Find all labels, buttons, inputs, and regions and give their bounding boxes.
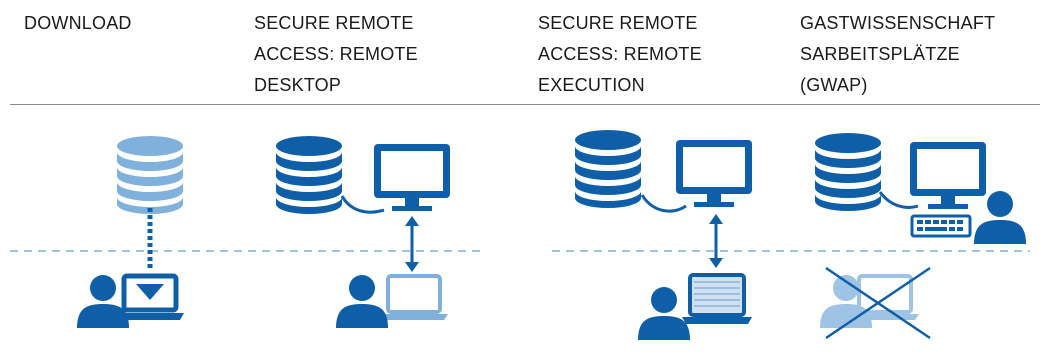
laptop-icon (116, 273, 184, 320)
database-icon (575, 130, 641, 208)
monitor-icon (676, 140, 752, 207)
column-title-download: DOWNLOAD (24, 8, 132, 39)
title-line: SECURE REMOTE (538, 13, 698, 33)
cross-out-icon (825, 266, 931, 340)
database-icon (815, 133, 881, 211)
user-icon (974, 191, 1026, 244)
arrow-head-up-icon (709, 214, 723, 224)
download-arrow-head-icon (136, 284, 164, 300)
arrow-head-up-icon (405, 216, 419, 226)
arrow-head-down-icon (709, 258, 723, 268)
monitor-icon (910, 142, 986, 209)
title-line: ACCESS: REMOTE (254, 44, 418, 64)
user-icon (638, 287, 690, 340)
title-line: ACCESS: REMOTE (538, 44, 702, 64)
laptop-icon (378, 274, 450, 322)
column-title-gwap: GASTWISSENSCHAFT SARBEITSPLÄTZE (GWAP) (800, 8, 995, 101)
column-title-remote-desktop: SECURE REMOTE ACCESS: REMOTE DESKTOP (254, 8, 418, 101)
database-icon (276, 136, 342, 214)
title-line: GASTWISSENSCHAFT (800, 13, 996, 33)
title-line: SECURE REMOTE (254, 13, 414, 33)
column-title-remote-execution: SECURE REMOTE ACCESS: REMOTE EXECUTION (538, 8, 702, 101)
laptop-icon (682, 273, 752, 324)
database-icon (117, 136, 183, 214)
title-line: EXECUTION (538, 75, 645, 95)
cable-connector (878, 191, 919, 209)
title-line: (GWAP) (800, 75, 868, 95)
title-line: DESKTOP (254, 75, 342, 95)
cable-connector (640, 194, 687, 213)
user-icon (336, 275, 388, 328)
cable-connector (340, 195, 385, 214)
title-line: SARBEITSPLÄTZE (800, 44, 960, 64)
monitor-icon (374, 144, 450, 211)
title-line: DOWNLOAD (24, 13, 132, 33)
user-icon (77, 275, 129, 328)
keyboard-icon (910, 214, 972, 238)
arrow-head-down-icon (405, 262, 419, 272)
header-divider (10, 104, 1040, 105)
